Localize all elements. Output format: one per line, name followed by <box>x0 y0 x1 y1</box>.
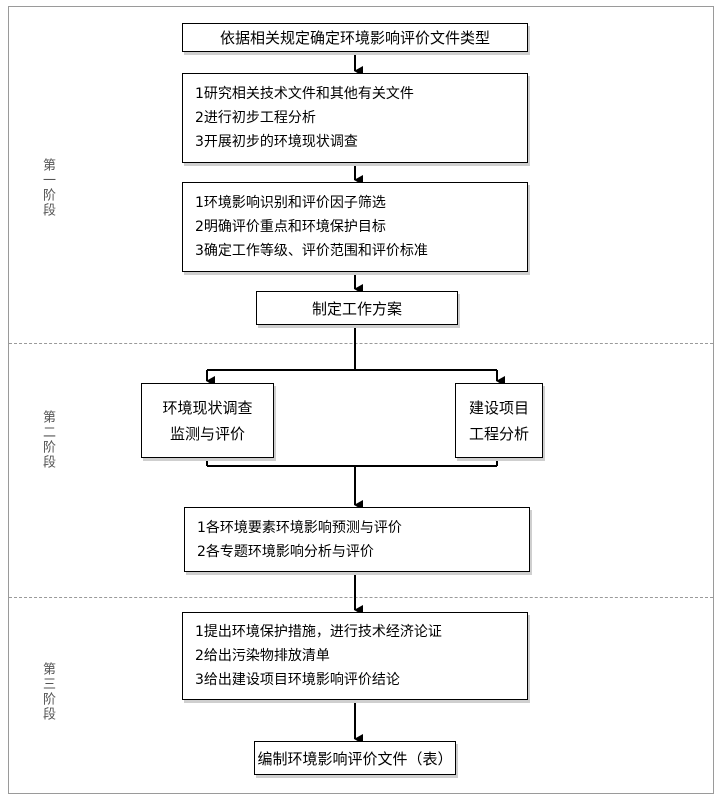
preliminary-study-box: 1研究相关技术文件和其他有关文件 2进行初步工程分析 3开展初步的环境现状调查 <box>182 73 528 163</box>
project-analysis-line-2: 工程分析 <box>468 424 529 443</box>
impact-prediction-item-2: 2各专题环境影响分析与评价 <box>197 543 374 560</box>
protection-measures-item-1: 1提出环境保护措施，进行技术经济论证 <box>195 624 442 640</box>
impact-prediction-item-1: 1各环境要素环境影响预测与评价 <box>197 519 402 536</box>
diagram-frame <box>8 6 714 794</box>
protection-measures-box: 1提出环境保护措施，进行技术经济论证 2给出污染物排放清单 3给出建设项目环境影… <box>182 612 528 700</box>
stage-separator-1 <box>9 343 713 344</box>
preliminary-study-item-3: 3开展初步的环境现状调查 <box>195 134 358 150</box>
stage-label-2: 第二阶段 <box>40 410 55 470</box>
environmental-survey-line-1: 环境现状调查 <box>162 398 253 417</box>
final-report-text: 编制环境影响评价文件（表） <box>257 749 453 768</box>
impact-identification-item-2: 2明确评价重点和环境保护目标 <box>195 219 386 235</box>
determine-file-type-text: 依据相关规定确定环境影响评价文件类型 <box>219 29 490 47</box>
stage-separator-2 <box>9 597 713 598</box>
determine-file-type-box: 依据相关规定确定环境影响评价文件类型 <box>182 23 528 52</box>
protection-measures-item-3: 3给出建设项目环境影响评价结论 <box>195 672 400 688</box>
impact-identification-item-1: 1环境影响识别和评价因子筛选 <box>195 195 386 211</box>
impact-identification-box: 1环境影响识别和评价因子筛选 2明确评价重点和环境保护目标 3确定工作等级、评价… <box>182 182 528 272</box>
preliminary-study-item-1: 1研究相关技术文件和其他有关文件 <box>195 86 414 102</box>
stage-label-1: 第一阶段 <box>40 158 55 218</box>
project-analysis-line-1: 建设项目 <box>468 398 529 417</box>
work-plan-text: 制定工作方案 <box>311 299 402 318</box>
protection-measures-item-2: 2给出污染物排放清单 <box>195 648 330 664</box>
final-report-box: 编制环境影响评价文件（表） <box>254 741 456 775</box>
preliminary-study-item-2: 2进行初步工程分析 <box>195 110 316 126</box>
project-analysis-box: 建设项目 工程分析 <box>455 383 543 458</box>
environmental-survey-box: 环境现状调查 监测与评价 <box>141 383 274 458</box>
impact-identification-item-3: 3确定工作等级、评价范围和评价标准 <box>195 243 428 259</box>
work-plan-box: 制定工作方案 <box>256 291 458 325</box>
environmental-survey-line-2: 监测与评价 <box>169 424 245 443</box>
stage-label-3: 第三阶段 <box>40 662 55 722</box>
impact-prediction-box: 1各环境要素环境影响预测与评价 2各专题环境影响分析与评价 <box>184 507 530 572</box>
